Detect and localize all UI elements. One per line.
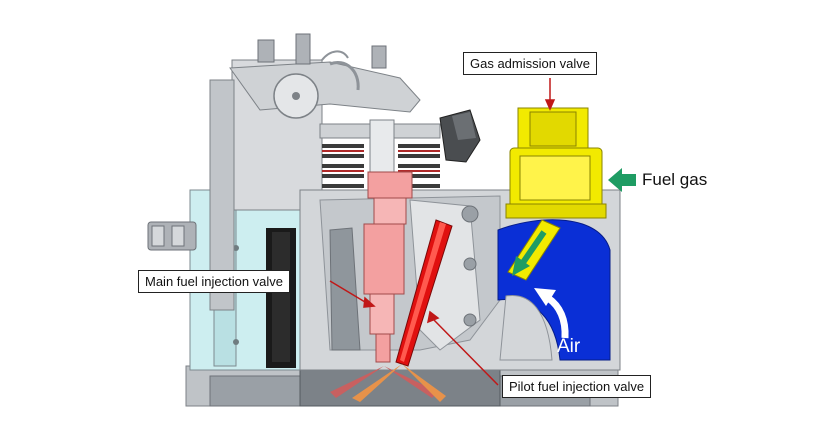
gas-admission-valve-label: Gas admission valve — [463, 52, 597, 75]
connector-plug — [439, 109, 481, 163]
fuel-gas-label: Fuel gas — [642, 170, 708, 189]
pilot-fuel-injection-valve-body — [395, 219, 453, 367]
valve-springs — [319, 119, 441, 188]
fuel-spray — [330, 364, 446, 402]
pilot-fuel-injection-valve-label: Pilot fuel injection valve — [502, 375, 652, 398]
air-label: Air — [557, 336, 581, 357]
air-arrow-icon — [534, 288, 569, 339]
main-fuel-injection-valve-label: Main fuel injection valve — [138, 270, 291, 293]
leader-lines — [329, 78, 556, 386]
side-bracket — [147, 221, 197, 251]
main-fuel-injection-valve-body — [363, 171, 413, 363]
fuel-gas-arrow-icon — [608, 168, 636, 192]
gas-flow-arrow-icon — [512, 230, 547, 276]
